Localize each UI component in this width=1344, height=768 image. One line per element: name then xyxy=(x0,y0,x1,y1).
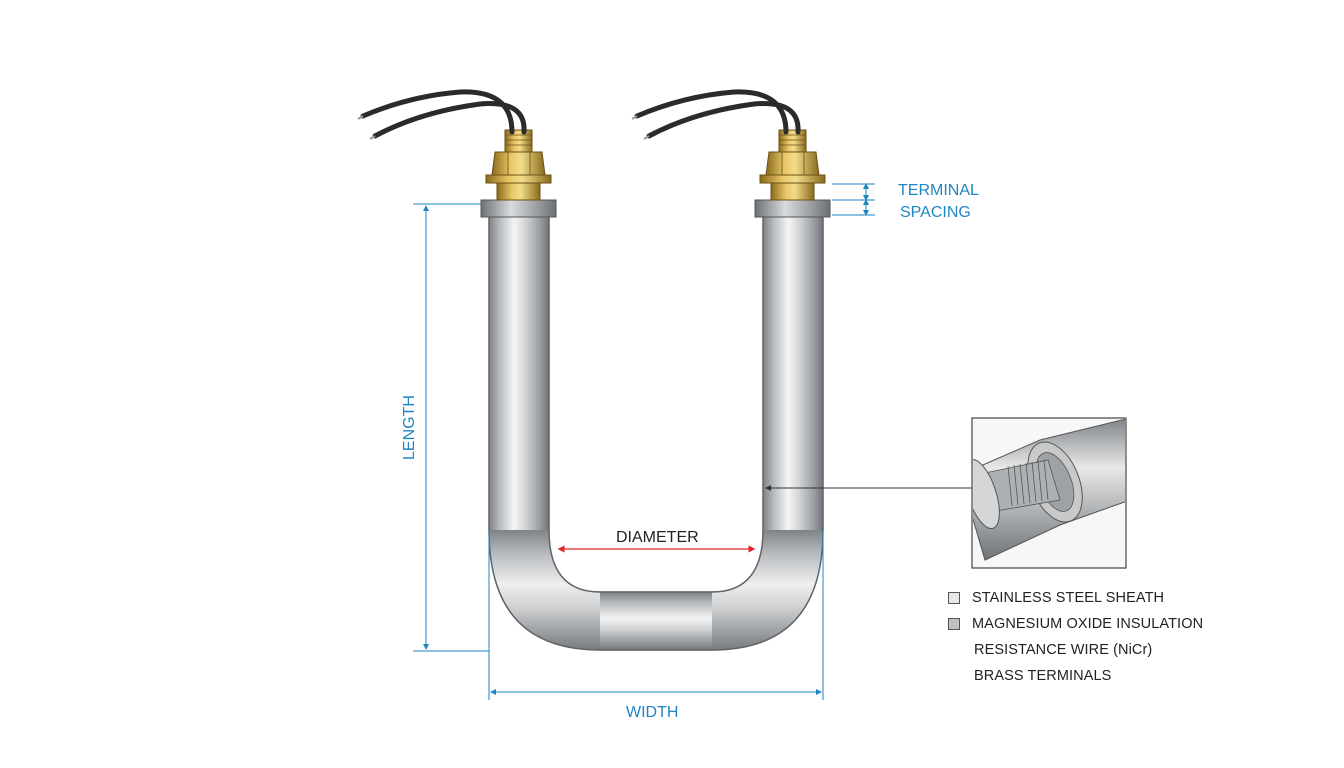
legend-item: STAINLESS STEEL SHEATH xyxy=(948,585,1248,611)
terminal-spacing-label-line2: SPACING xyxy=(900,204,971,221)
length-dimension: LENGTH xyxy=(401,203,489,652)
terminal-spacing-label-line1: TERMINAL xyxy=(898,182,979,199)
diameter-label: DIAMETER xyxy=(616,529,699,546)
cross-section-inset xyxy=(971,417,1127,569)
width-label: WIDTH xyxy=(626,704,678,721)
width-dimension: WIDTH xyxy=(488,530,824,721)
length-label: LENGTH xyxy=(401,395,418,460)
legend-swatch xyxy=(948,592,960,604)
legend-item: RESISTANCE WIRE (NiCr) xyxy=(948,637,1248,663)
legend-swatch xyxy=(948,618,960,630)
u-tube xyxy=(488,211,824,651)
legend-label: STAINLESS STEEL SHEATH xyxy=(972,590,1165,606)
legend-label: BRASS TERMINALS xyxy=(974,668,1112,684)
right-terminal xyxy=(631,89,831,218)
legend-item: BRASS TERMINALS xyxy=(948,663,1248,689)
legend: STAINLESS STEEL SHEATH MAGNESIUM OXIDE I… xyxy=(948,585,1248,689)
legend-label: MAGNESIUM OXIDE INSULATION xyxy=(972,616,1204,632)
left-terminal xyxy=(357,89,557,218)
legend-item: MAGNESIUM OXIDE INSULATION xyxy=(948,611,1248,637)
terminal-spacing-dimension: TERMINAL SPACING xyxy=(832,182,979,221)
legend-label: RESISTANCE WIRE (NiCr) xyxy=(974,642,1153,658)
diameter-dimension: DIAMETER xyxy=(557,529,756,553)
